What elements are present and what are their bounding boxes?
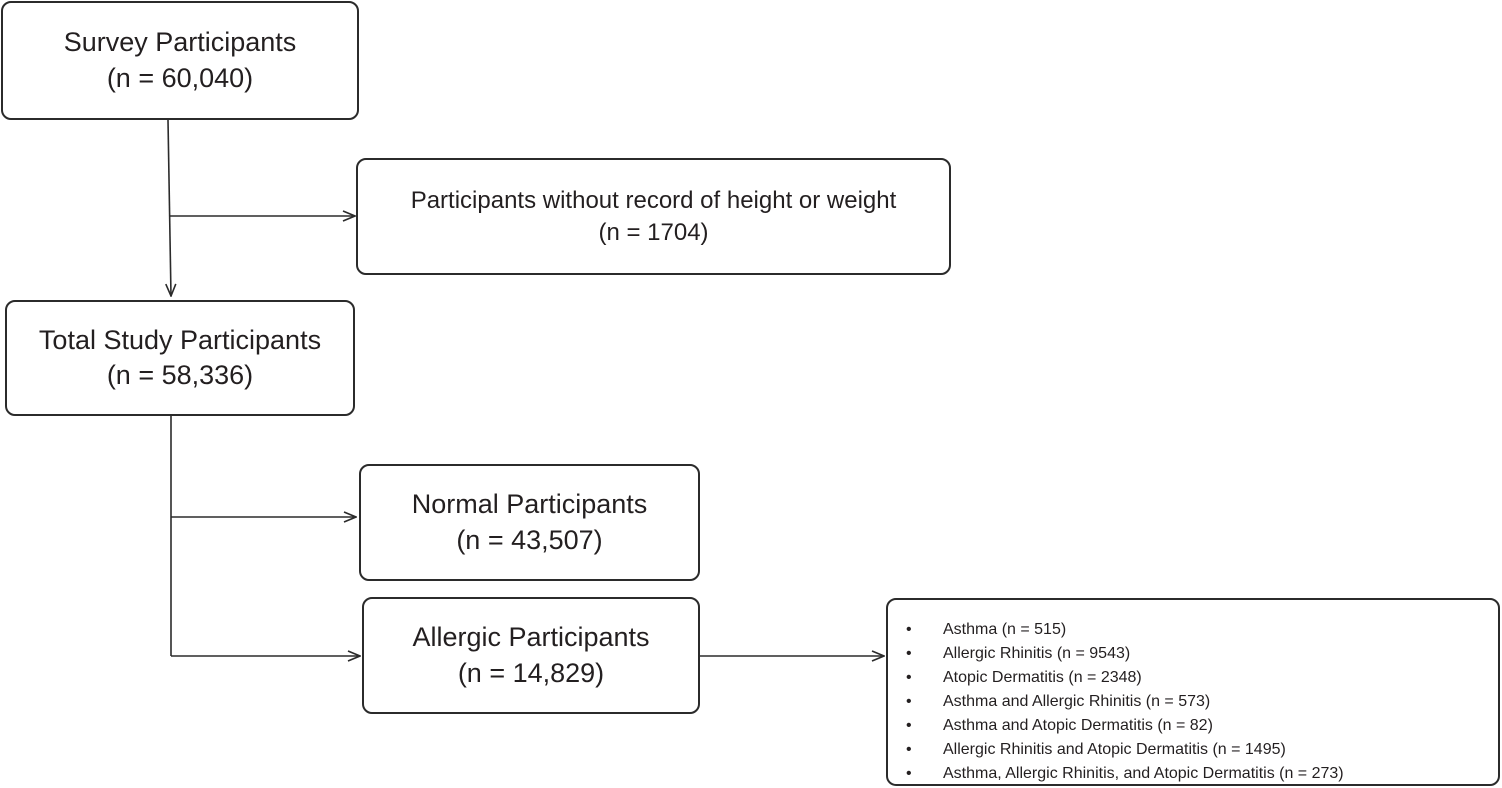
list-item: • Asthma and Allergic Rhinitis (n = 573) xyxy=(888,690,1488,714)
allergic-count: (n = 14,829) xyxy=(457,657,605,688)
total-participants-box: Total Study Participants (n = 58,336) xyxy=(5,300,355,416)
normal-participants-box: Normal Participants (n = 43,507) xyxy=(359,464,700,581)
arrow-survey-to-total xyxy=(168,119,171,296)
list-item-text: Asthma and Atopic Dermatitis (n = 82) xyxy=(943,717,1213,734)
normal-title: Normal Participants xyxy=(411,489,648,520)
list-item: • Allergic Rhinitis and Atopic Dermatitis… xyxy=(888,738,1488,762)
list-item-text: Allergic Rhinitis and Atopic Dermatitis … xyxy=(943,741,1286,758)
allergy-breakdown-box: • Asthma (n = 515) • Allergic Rhinitis (n … xyxy=(886,598,1500,786)
survey-title: Survey Participants xyxy=(63,27,297,58)
bullet: • xyxy=(906,717,912,734)
excluded-title: Participants without record of height or… xyxy=(410,187,897,215)
survey-count: (n = 60,040) xyxy=(106,62,254,93)
allergic-title: Allergic Participants xyxy=(412,622,650,653)
bullet: • xyxy=(906,645,912,662)
list-item-text: Asthma, Allergic Rhinitis, and Atopic De… xyxy=(943,765,1344,782)
list-item: • Allergic Rhinitis (n = 9543) xyxy=(888,642,1488,666)
bullet: • xyxy=(906,741,912,758)
list-item-text: Atopic Dermatitis (n = 2348) xyxy=(943,669,1142,686)
total-title: Total Study Participants xyxy=(38,324,322,355)
bullet: • xyxy=(906,621,912,638)
list-item: • Atopic Dermatitis (n = 2348) xyxy=(888,666,1488,690)
excluded-count: (n = 1704) xyxy=(598,218,709,246)
excluded-participants-box: Participants without record of height or… xyxy=(356,158,951,275)
normal-count: (n = 43,507) xyxy=(456,524,603,555)
allergy-breakdown-list: • Asthma (n = 515) • Allergic Rhinitis (n … xyxy=(888,618,1488,786)
list-item-text: Allergic Rhinitis (n = 9543) xyxy=(943,645,1131,662)
list-item-text: Asthma (n = 515) xyxy=(943,621,1067,638)
bullet: • xyxy=(906,693,912,710)
list-item: • Asthma (n = 515) xyxy=(888,618,1488,642)
list-item: • Asthma and Atopic Dermatitis (n = 82) xyxy=(888,714,1488,738)
total-count: (n = 58,336) xyxy=(106,360,254,390)
allergic-participants-box: Allergic Participants (n = 14,829) xyxy=(362,597,700,714)
list-item-text: Asthma and Allergic Rhinitis (n = 573) xyxy=(943,693,1211,710)
bullet: • xyxy=(906,765,912,782)
bullet: • xyxy=(906,669,912,686)
list-item: • Asthma, Allergic Rhinitis, and Atopic D… xyxy=(888,762,1488,786)
survey-participants-box: Survey Participants (n = 60,040) xyxy=(1,1,359,120)
